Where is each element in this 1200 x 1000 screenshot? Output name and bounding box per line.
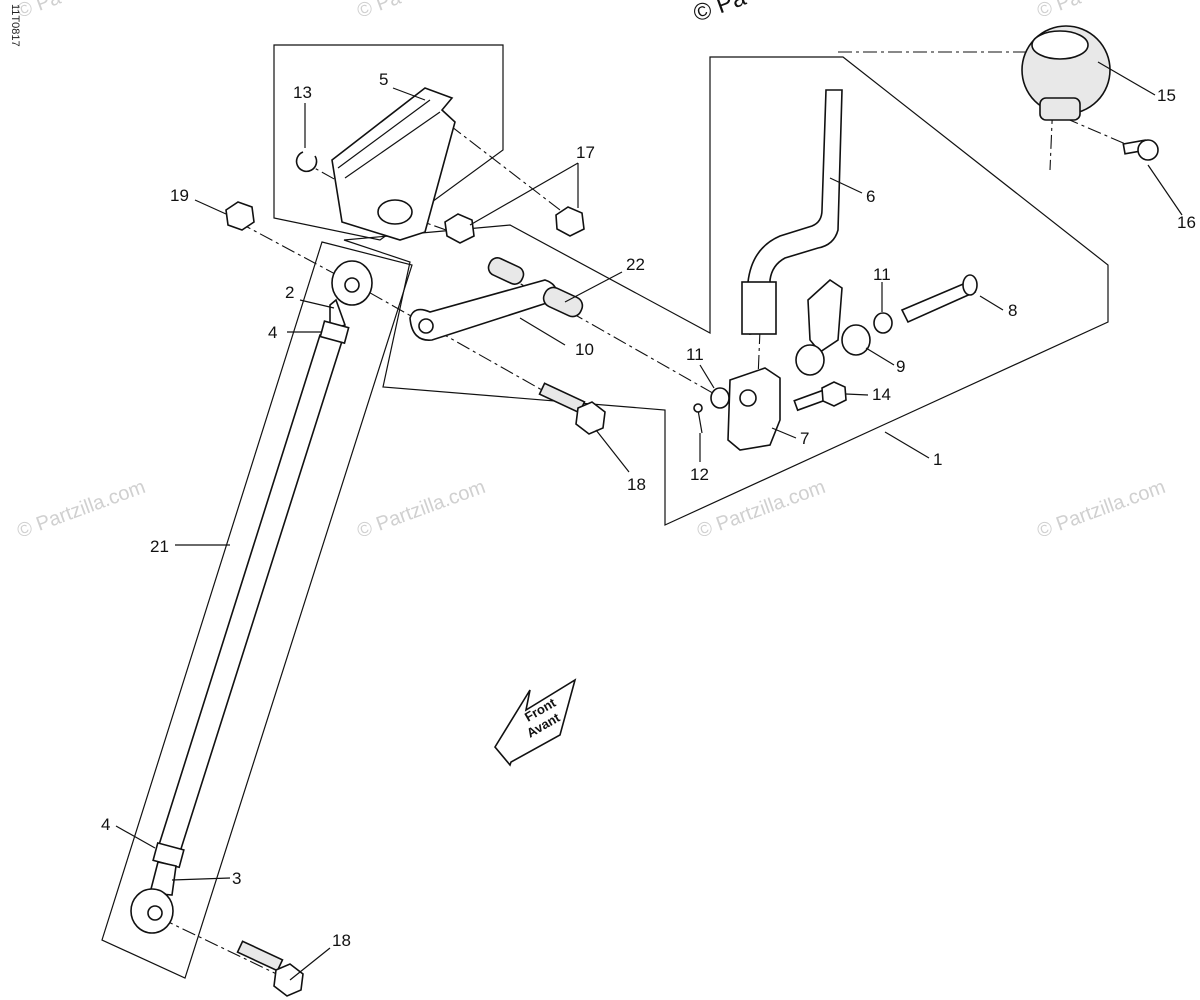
knob-part [1021, 25, 1111, 121]
bolt-small-part [793, 381, 847, 412]
callout-14: 14 [872, 385, 891, 404]
cotter-pin-part [697, 409, 703, 434]
watermark: © Partzilla.com [694, 476, 828, 543]
shifter-assembly-frame [343, 56, 1109, 526]
callout-11: 11 [686, 345, 704, 364]
callout-7: 7 [800, 429, 809, 448]
axis-line [838, 51, 1056, 171]
shift-rod-part [130, 260, 373, 934]
callout-12: 12 [690, 465, 709, 484]
callout-15: 15 [1157, 86, 1176, 105]
callout-5: 5 [379, 70, 388, 89]
callout-19: 19 [170, 186, 189, 205]
pin-long-part [900, 274, 978, 324]
axis-line [504, 274, 726, 401]
bolt-part [236, 382, 606, 997]
callout-8: 8 [1008, 301, 1017, 320]
shift-rod-frame [101, 241, 413, 979]
callout-4: 4 [101, 815, 110, 834]
callout-2: 2 [285, 283, 294, 302]
axis-line [159, 917, 286, 979]
pin-part [487, 257, 584, 318]
watermark: © Partzilla.com [14, 476, 148, 543]
spring-part [795, 278, 871, 376]
callout-6: 6 [866, 187, 875, 206]
callout-13: 13 [293, 83, 312, 102]
axis-line [1064, 117, 1136, 149]
watermark: © Partzilla.com [1034, 476, 1168, 543]
callout-11: 11 [873, 265, 891, 284]
washer-part [873, 312, 893, 334]
axis-line [757, 329, 761, 379]
bracket-group-frame [273, 44, 504, 241]
front-arrow: Front Avant [494, 678, 577, 767]
lever-part [409, 279, 558, 341]
callout-18: 18 [627, 475, 646, 494]
watermark: © Pa [1034, 0, 1084, 23]
callout-21: 21 [150, 537, 169, 556]
drawing-id: 11T0817 [9, 4, 21, 47]
flange-nut-part [444, 206, 585, 244]
washer-part [710, 387, 730, 409]
pivot-block-part [727, 367, 781, 451]
leader-lines [115, 61, 1183, 981]
callout-18: 18 [332, 931, 351, 950]
cotter-pin-part [693, 403, 703, 413]
watermark: © Pa [690, 0, 750, 28]
watermark: © Pa [354, 0, 404, 23]
callout-16: 16 [1177, 213, 1196, 232]
circlip-part [295, 151, 318, 173]
callout-10: 10 [575, 340, 594, 359]
watermark: © Partzilla.com [354, 476, 488, 543]
callout-1: 1 [933, 450, 942, 469]
callout-17: 17 [576, 143, 595, 162]
callout-3: 3 [232, 869, 241, 888]
lever-end [741, 281, 777, 335]
callout-4: 4 [268, 323, 277, 342]
bracket-part [331, 87, 456, 241]
callout-9: 9 [896, 357, 905, 376]
nut-part [225, 201, 255, 231]
callout-22: 22 [626, 255, 645, 274]
screw-part [1122, 139, 1159, 161]
